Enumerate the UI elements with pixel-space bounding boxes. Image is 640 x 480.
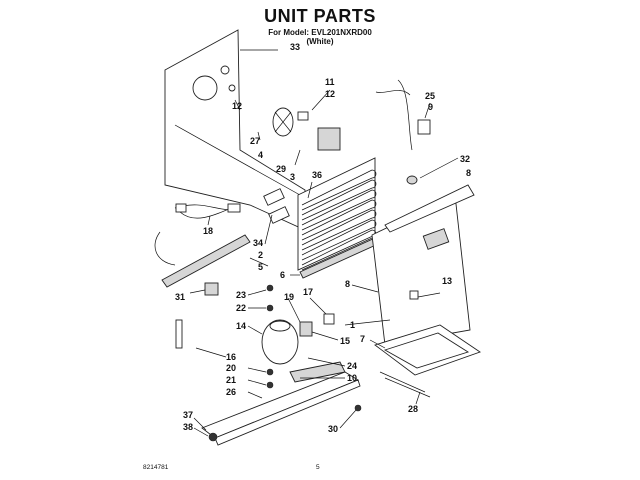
callout-19: 19: [284, 292, 294, 302]
callout-33: 33: [290, 42, 300, 52]
callout-25: 25: [425, 91, 435, 101]
callout-31: 31: [175, 292, 185, 302]
callout-18: 18: [203, 226, 213, 236]
callout-6: 6: [280, 270, 285, 280]
callout-30: 30: [328, 424, 338, 434]
fan-motor: [272, 107, 341, 151]
callout-2: 2: [258, 250, 263, 260]
wire-harness: [154, 203, 251, 288]
callout-12: 12: [325, 89, 335, 99]
base-pan: [201, 361, 362, 446]
tube-16: [175, 319, 183, 349]
footer-code: 8214781: [143, 464, 169, 471]
callout-17: 17: [303, 287, 313, 297]
capacitor-31: [204, 282, 219, 296]
callout-7: 7: [360, 334, 365, 344]
callout-labels: 33 11 12 12 27 4 29 3 36 25 9 32 8 18 34…: [175, 42, 471, 434]
callout-26: 26: [226, 387, 236, 397]
callout-29: 29: [276, 164, 286, 174]
callout-8: 8: [466, 168, 471, 178]
callout-15: 15: [340, 336, 350, 346]
side-panels: [371, 79, 475, 346]
callout-27: 27: [250, 136, 260, 146]
footer-page-number: 5: [316, 464, 320, 471]
page-title: UNIT PARTS: [264, 6, 376, 26]
callout-38: 38: [183, 422, 193, 432]
callout-8b: 8: [345, 279, 350, 289]
callout-24: 24: [347, 361, 357, 371]
back-panel: [164, 29, 306, 231]
callout-4: 4: [258, 150, 263, 160]
leader-lines: [189, 49, 459, 437]
compressor: [261, 284, 335, 389]
callout-13: 13: [442, 276, 452, 286]
callout-9: 9: [428, 102, 433, 112]
callout-32: 32: [460, 154, 470, 164]
color-line: (White): [306, 37, 334, 46]
callout-22: 22: [236, 303, 246, 313]
callout-28: 28: [408, 404, 418, 414]
callout-10: 10: [347, 373, 357, 383]
callout-16: 16: [226, 352, 236, 362]
callout-14: 14: [236, 321, 246, 331]
callout-12b: 12: [232, 101, 242, 111]
callout-5: 5: [258, 262, 263, 272]
callout-20: 20: [226, 363, 236, 373]
callout-21: 21: [226, 375, 236, 385]
condenser-coil: [263, 157, 377, 271]
callout-23: 23: [236, 290, 246, 300]
callout-3: 3: [290, 172, 295, 182]
callout-1: 1: [350, 320, 355, 330]
callout-36: 36: [312, 170, 322, 180]
drain-pan: [374, 324, 481, 398]
callout-34: 34: [253, 238, 263, 248]
callout-37: 37: [183, 410, 193, 420]
model-info: For Model: EVL201NXRD00 (White): [0, 28, 640, 46]
model-line: For Model: EVL201NXRD00: [268, 28, 372, 37]
callout-11: 11: [325, 77, 335, 87]
